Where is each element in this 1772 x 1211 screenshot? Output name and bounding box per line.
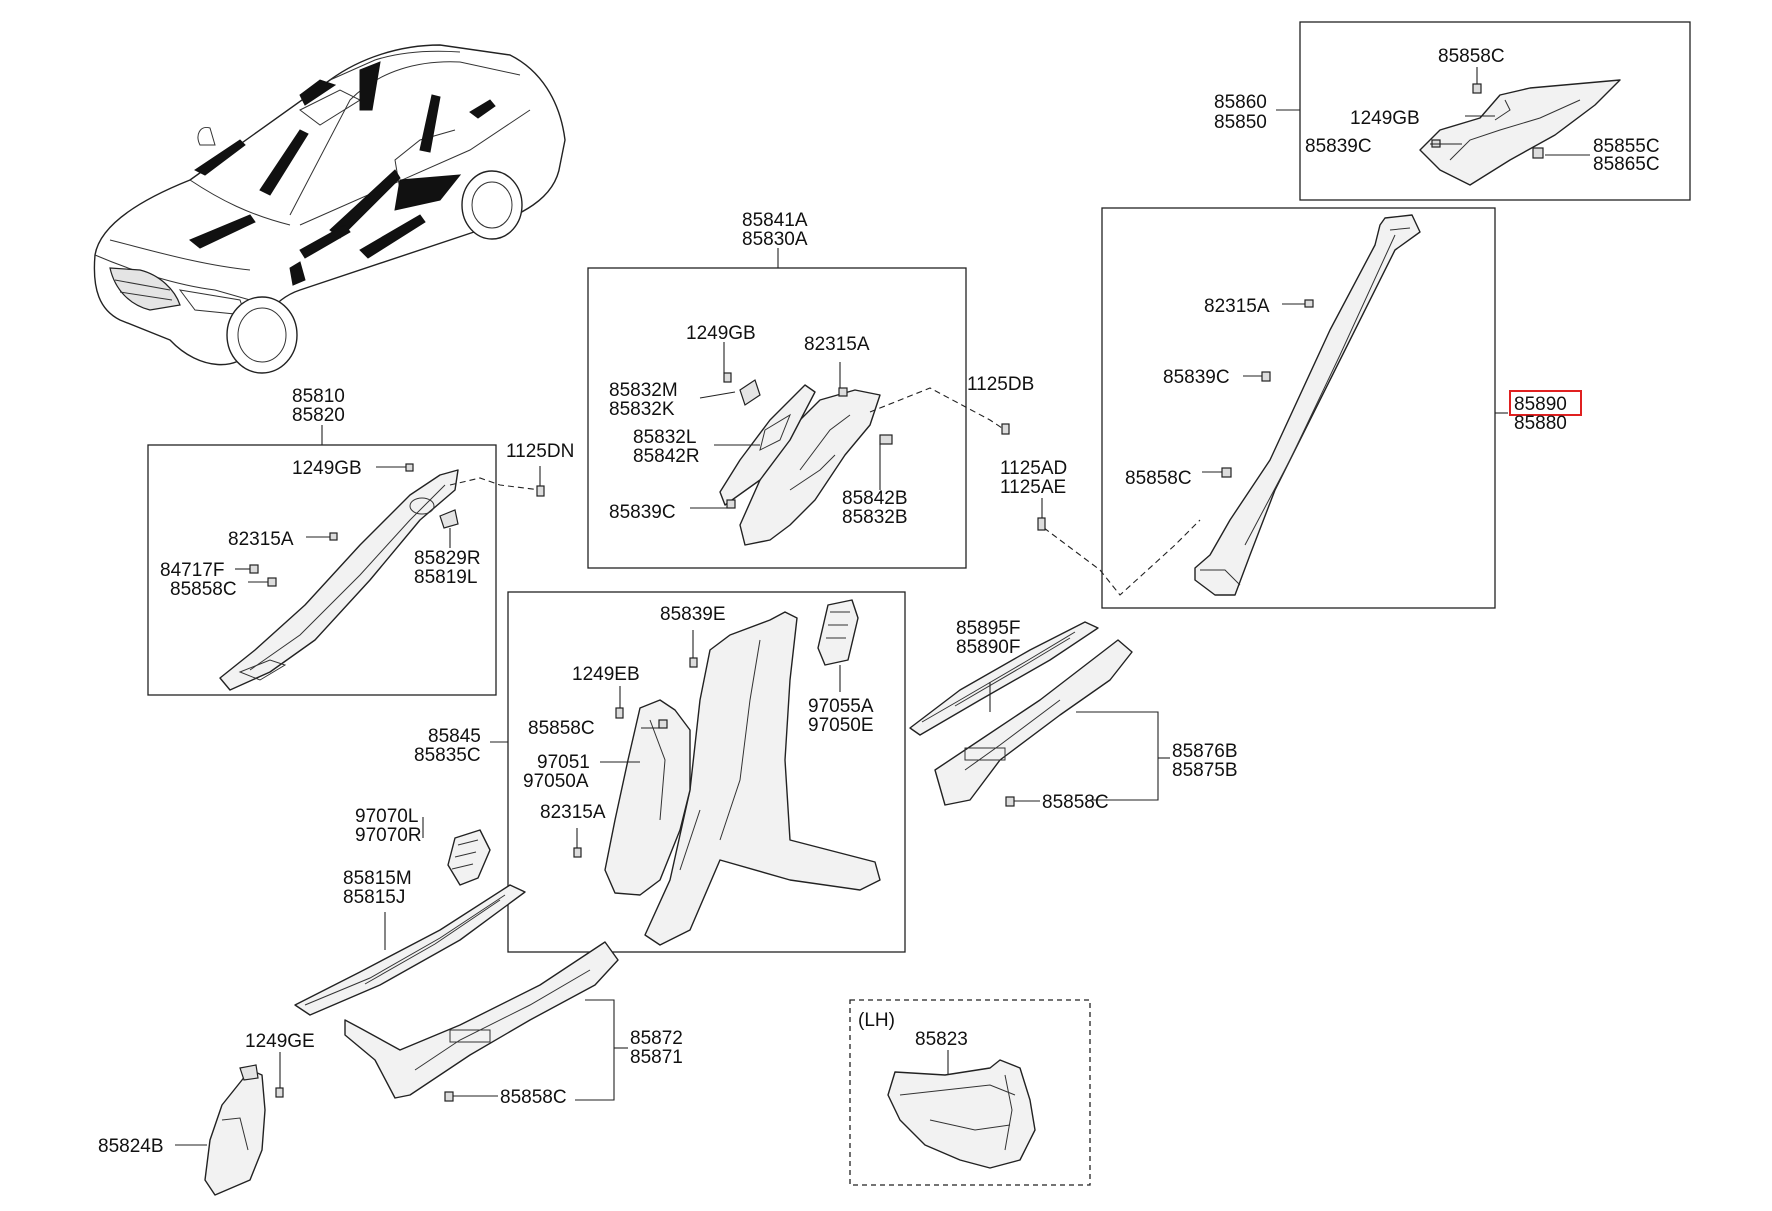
front-sill-label-a1: 97070L	[355, 806, 418, 827]
front-sill-label-b1: 85815M	[343, 868, 412, 889]
lh-part-label: 85823	[915, 1029, 968, 1050]
c-pillar-label-b: 85839C	[1163, 367, 1230, 388]
b-pillar-upper-label-d2: 85842R	[633, 446, 700, 467]
rear-sill-label-b2: 85875B	[1172, 760, 1238, 781]
fastener-label-1125ad: 1125AD	[1000, 458, 1067, 479]
fastener-links: 1125DB 1125AD 1125AE	[869, 374, 1201, 596]
b-pillar-lower-cover	[604, 699, 691, 896]
quarter-trim-label-e2: 85865C	[1593, 154, 1660, 175]
c-pillar-label-main2: 85880	[1514, 413, 1567, 434]
c-pillar-label-a: 82315A	[1204, 296, 1270, 317]
a-pillar-label-top2: 85820	[292, 405, 345, 426]
b-pillar-upper-label-c2: 85832K	[609, 399, 675, 420]
b-pillar-upper-group: 85841A 85830A 1249GB 82315A 85832M 85832…	[587, 210, 967, 569]
quarter-trim-label-a: 85858C	[1438, 46, 1505, 67]
b-pillar-lower-label-main1: 85845	[428, 726, 481, 747]
fastener-label-1125ae: 1125AE	[1000, 477, 1066, 498]
b-pillar-upper-label-f2: 85832B	[842, 507, 908, 528]
car-illustration	[93, 44, 566, 374]
quarter-trim-group: 85858C 85860 85850 1249GB 85839C 85855C …	[1214, 21, 1691, 201]
a-pillar-label-c1: 84717F	[160, 560, 224, 581]
b-pillar-vent-duct	[817, 599, 859, 666]
b-pillar-lower-label-d2: 97050A	[523, 771, 589, 792]
lh-detail-group: (LH) 85823	[849, 999, 1091, 1186]
door-vent-grille	[447, 829, 491, 886]
rear-sill-label-a1: 85895F	[956, 618, 1020, 639]
b-pillar-upper-label-top1: 85841A	[742, 210, 808, 231]
front-sill-label-c1: 85872	[630, 1028, 683, 1049]
rear-scuff-plate	[909, 621, 1099, 736]
b-pillar-lower-label-e: 82315A	[540, 802, 606, 823]
rear-sill-trim	[934, 639, 1133, 806]
front-sill-label-c2: 85871	[630, 1047, 683, 1068]
fastener-label-1125db: 1125DB	[967, 374, 1034, 395]
rear-sill-label-a2: 85890F	[956, 637, 1020, 658]
a-pillar-group: 1125DN 85810 85820 1249GB 82315A 84717F …	[147, 386, 574, 696]
cowl-side-trim	[204, 1069, 266, 1196]
b-pillar-upper-label-d1: 85832L	[633, 427, 696, 448]
rear-sill-label-c: 85858C	[1042, 792, 1109, 813]
rear-sill-group: 85895F 85890F 85876B 85875B 85858C	[909, 618, 1238, 813]
b-pillar-upper-cover	[719, 384, 816, 506]
cowl-label-b: 85824B	[98, 1136, 164, 1157]
fastener-1125db	[1001, 423, 1010, 435]
lh-detail-box	[849, 999, 1091, 1186]
b-pillar-upper-label-f1: 85842B	[842, 488, 908, 509]
b-pillar-lower-label-d1: 97051	[537, 752, 590, 773]
selected-part-highlight	[1509, 390, 1582, 416]
b-pillar-upper-label-e: 85839C	[609, 502, 676, 523]
front-sill-label-b2: 85815J	[343, 887, 405, 908]
quarter-trim-label-e1: 85855C	[1593, 136, 1660, 157]
fastener-1125ad	[1037, 517, 1046, 531]
lh-trim-part	[887, 1059, 1036, 1169]
b-pillar-upper-label-b: 82315A	[804, 334, 870, 355]
front-sill-trim	[344, 941, 619, 1099]
c-pillar-label-main1[interactable]: 85890	[1514, 394, 1567, 415]
b-pillar-lower-label-b: 1249EB	[572, 664, 640, 685]
b-pillar-lower-trim	[644, 611, 881, 946]
quarter-trim-label-b1: 85860	[1214, 92, 1267, 113]
rear-sill-label-b1: 85876B	[1172, 741, 1238, 762]
a-pillar-label-d1: 85829R	[414, 548, 481, 569]
c-pillar-box	[1101, 207, 1496, 609]
b-pillar-upper-label-top2: 85830A	[742, 229, 808, 250]
a-pillar-label-c2: 85858C	[170, 579, 237, 600]
lh-title: (LH)	[858, 1010, 895, 1031]
quarter-trim-label-c: 1249GB	[1350, 108, 1420, 129]
front-sill-label-a2: 97070R	[355, 825, 422, 846]
a-pillar-label-d2: 85819L	[414, 567, 477, 588]
b-pillar-lower-label-f2: 97050E	[808, 715, 874, 736]
b-pillar-upper-box	[587, 267, 967, 569]
fastener-1125dn	[536, 485, 545, 497]
c-pillar-label-c: 85858C	[1125, 468, 1192, 489]
c-pillar-trim	[1194, 214, 1421, 596]
front-sill-label-d: 85858C	[500, 1087, 567, 1108]
b-pillar-lower-box	[507, 591, 906, 953]
b-pillar-lower-label-c: 85858C	[528, 718, 595, 739]
b-pillar-lower-label-f1: 97055A	[808, 696, 874, 717]
quarter-trim-part	[1419, 79, 1621, 186]
a-pillar-trim	[219, 469, 459, 691]
front-scuff-plate	[294, 884, 526, 1016]
c-pillar-group: 82315A 85839C 85858C 85890 85880	[1101, 207, 1582, 609]
b-pillar-upper-label-c1: 85832M	[609, 380, 678, 401]
a-pillar-label-b: 82315A	[228, 529, 294, 550]
quarter-trim-label-b2: 85850	[1214, 112, 1267, 133]
front-sill-group: 97070L 97070R 85815M 85815J 85872 85871 …	[294, 806, 683, 1108]
cowl-label-a: 1249GE	[245, 1031, 315, 1052]
cowl-side-group: 1249GE 85824B	[98, 1031, 315, 1196]
b-pillar-lower-group: 85839E 1249EB 85858C 97051 97050A 82315A…	[414, 591, 906, 953]
a-pillar-label-top1: 85810	[292, 386, 345, 407]
quarter-trim-box	[1299, 21, 1691, 201]
fastener-label-1125dn: 1125DN	[506, 441, 574, 462]
quarter-trim-label-d: 85839C	[1305, 136, 1372, 157]
b-pillar-upper-label-a: 1249GB	[686, 323, 756, 344]
b-pillar-lower-label-a: 85839E	[660, 604, 726, 625]
b-pillar-lower-label-main2: 85835C	[414, 745, 481, 766]
a-pillar-label-a: 1249GB	[292, 458, 362, 479]
